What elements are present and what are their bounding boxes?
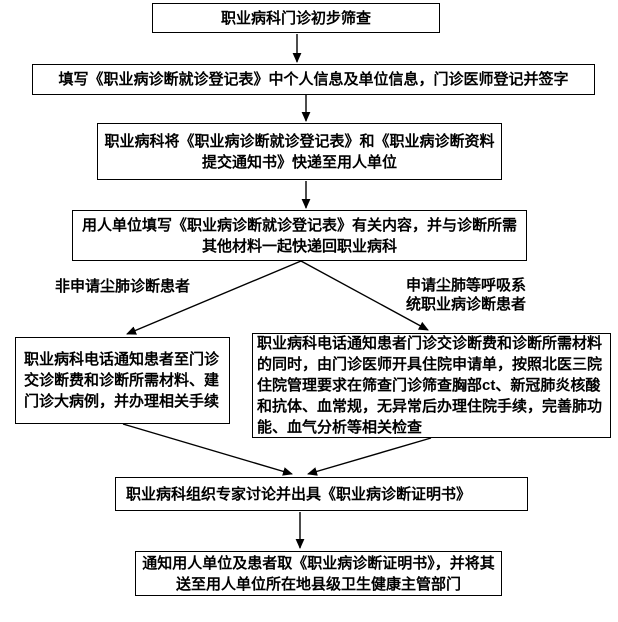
flow-node-fill-registration-form: 填写《职业病诊断就诊登记表》中个人信息及单位信息，门诊医师登记并签字 (32, 64, 595, 95)
edge-label-pneumoconiosis: 申请尘肺等呼吸系统职业病诊断患者 (406, 277, 527, 313)
flow-node-non-pneumoconiosis-outpatient: 职业病科电话通知患者至门诊交诊断费和诊断所需材料、建门诊大病例，并办理相关手续 (15, 337, 230, 424)
flow-node-pneumoconiosis-hospitalization: 职业病科电话通知患者门诊交诊断费和诊断所需材料的同时，由门诊医师开具住院申请单，… (252, 333, 611, 438)
flow-node-employer-fills-and-returns: 用人单位填写《职业病诊断就诊登记表》有关内容，并与诊断所需其他材料一起快递回职业… (72, 210, 527, 261)
flow-node-mail-forms-to-employer: 职业病科将《职业病诊断就诊登记表》和《职业病诊断资料提交通知书》快递至用人单位 (97, 123, 502, 180)
arrow-left-to-discussion (122, 423, 293, 476)
flow-node-initial-screening: 职业病科门诊初步筛查 (152, 3, 440, 33)
flow-node-notify-deliver-certificate: 通知用人单位及患者取《职业病诊断证明书》，并将其送至用人单位所在地县级卫生健康主… (135, 551, 502, 596)
edge-label-non-pneumoconiosis: 非申请尘肺诊断患者 (55, 278, 191, 295)
arrow-branch-right (300, 260, 429, 331)
arrow-right-to-discussion (307, 437, 432, 476)
arrow-branch-left (126, 260, 302, 335)
flow-node-expert-discussion-certificate: 职业病科组织专家讨论并出具《职业病诊断证明书》 (115, 477, 528, 511)
